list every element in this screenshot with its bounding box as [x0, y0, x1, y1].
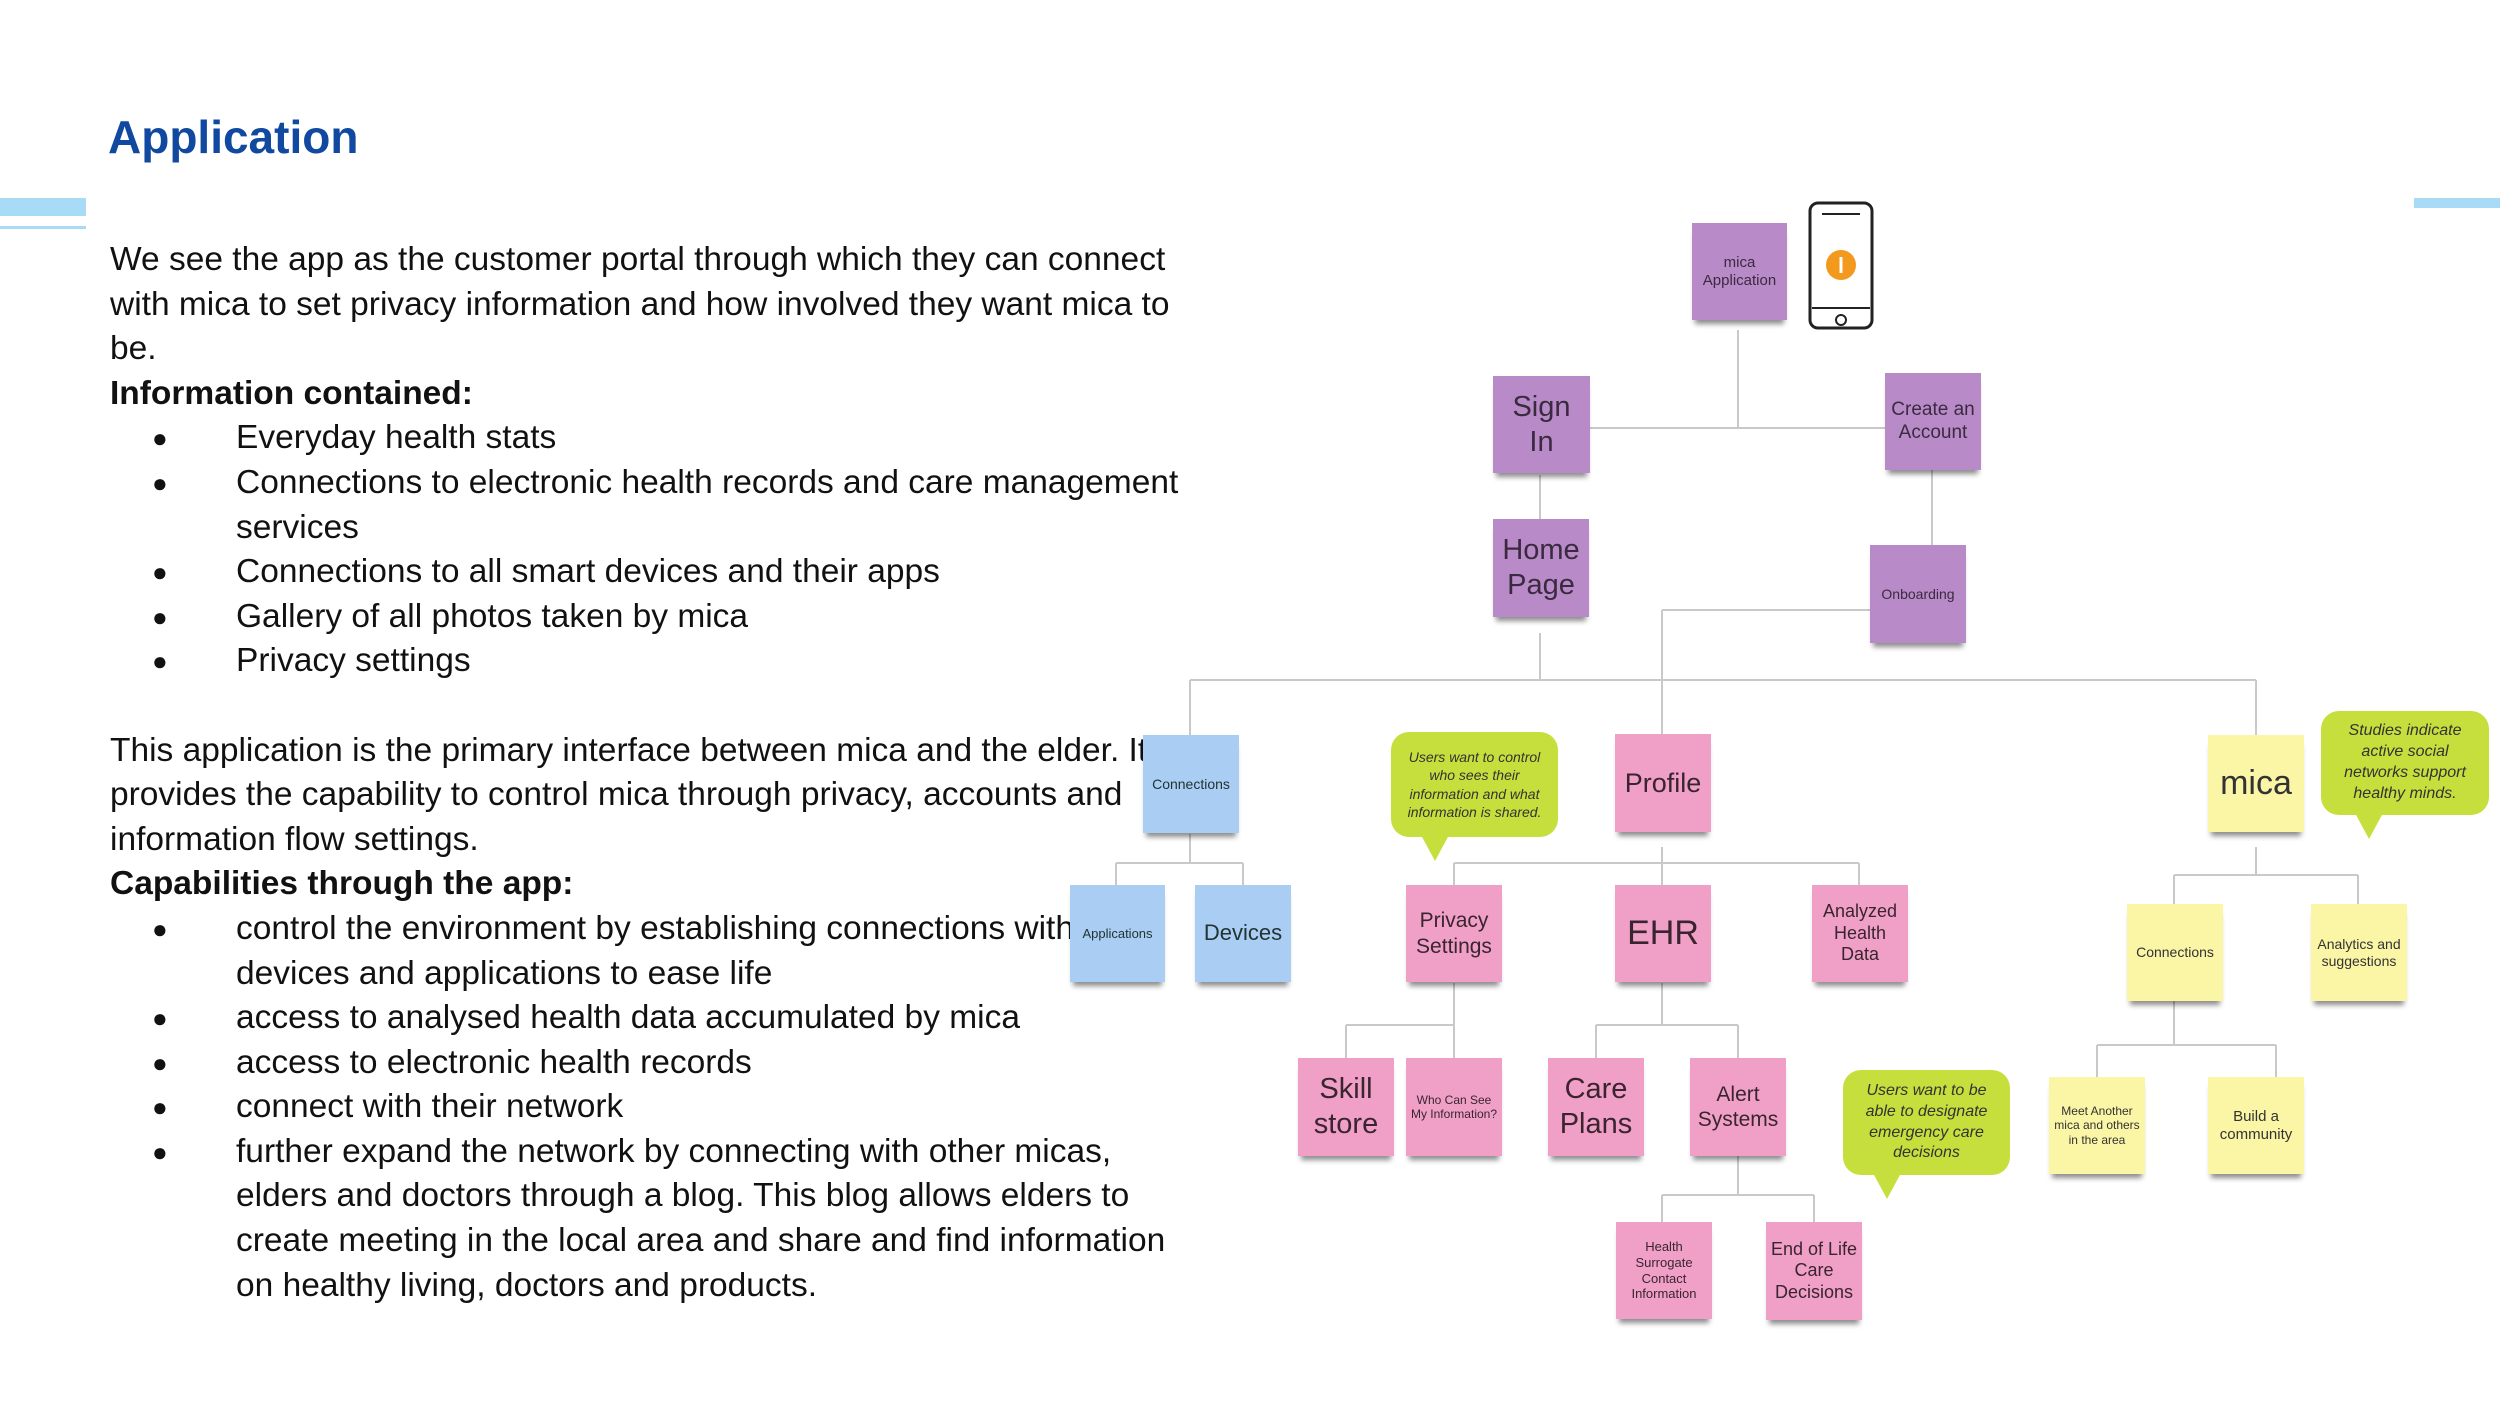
note-health-surrogate: Health Surrogate Contact Information: [1616, 1222, 1712, 1319]
note-alert-systems: Alert Systems: [1690, 1058, 1786, 1156]
note-build-community: Build a community: [2208, 1077, 2304, 1174]
note-onboarding: Onboarding: [1870, 545, 1966, 643]
note-connections: Connections: [1143, 735, 1239, 833]
note-analytics: Analytics and suggestions: [2311, 904, 2407, 1001]
capability-item: ●control the environment by establishing…: [110, 907, 1186, 996]
note-ehr: EHR: [1615, 885, 1711, 982]
note-applications: Applications: [1070, 885, 1165, 982]
bullet-icon: ●: [152, 557, 168, 588]
note-skill-store: Skill store: [1298, 1058, 1394, 1156]
page-title: Application: [108, 111, 359, 163]
note-end-of-life: End of Life Care Decisions: [1766, 1222, 1862, 1320]
note-devices: Devices: [1195, 885, 1291, 982]
note-who-can-see: Who Can See My Information?: [1406, 1058, 1502, 1156]
note-sign-in: Sign In: [1493, 376, 1590, 473]
note-analyzed-health-data: Analyzed Health Data: [1812, 885, 1908, 982]
callout-studies: Studies indicate active social networks …: [2321, 711, 2489, 839]
bullet-icon: ●: [152, 646, 168, 677]
callout-control: Users want to control who sees their inf…: [1391, 732, 1558, 861]
interface-paragraph: This application is the primary interfac…: [110, 731, 1148, 858]
bullet-icon: ●: [152, 1136, 168, 1167]
note-mica-application: mica Application: [1692, 223, 1787, 320]
callout-designate: Users want to be able to designate emerg…: [1843, 1070, 2010, 1199]
callout-tail: [1421, 835, 1449, 861]
note-meet-another: Meet Another mica and others in the area: [2049, 1077, 2145, 1174]
bullet-icon: ●: [152, 1003, 168, 1034]
accent-bar-left: [0, 198, 86, 216]
capability-item: ●access to analysed health data accumula…: [110, 996, 1180, 1041]
capability-item: ●access to electronic health records: [110, 1041, 1180, 1086]
capabilities-list: ●control the environment by establishing…: [110, 907, 1180, 1308]
note-profile: Profile: [1615, 734, 1711, 832]
info-item: ●Connections to electronic health record…: [110, 461, 1180, 550]
bullet-icon: ●: [152, 1092, 168, 1123]
info-item: ●Privacy settings: [110, 639, 1180, 684]
note-mica-connections: Connections: [2127, 904, 2223, 1001]
capabilities-heading: Capabilities through the app:: [110, 865, 574, 903]
info-heading: Information contained:: [110, 374, 473, 412]
capability-item: ●further expand the network by connectin…: [110, 1130, 1180, 1308]
bullet-icon: ●: [152, 1047, 168, 1078]
note-privacy-settings: Privacy Settings: [1406, 885, 1502, 982]
callout-tail: [1873, 1173, 1901, 1199]
accent-line-left: [0, 226, 86, 229]
info-list: ●Everyday health stats ●Connections to e…: [110, 416, 1180, 684]
callout-control-text: Users want to control who sees their inf…: [1407, 749, 1542, 820]
info-item: ●Gallery of all photos taken by mica: [110, 595, 1180, 640]
bullet-icon: ●: [152, 601, 168, 632]
note-create-account: Create an Account: [1885, 373, 1981, 470]
callout-studies-text: Studies indicate active social networks …: [2344, 722, 2466, 802]
note-home-page: Home Page: [1493, 519, 1589, 617]
info-item: ●Everyday health stats: [110, 416, 1180, 461]
bullet-icon: ●: [152, 467, 168, 498]
accent-bar-right: [2414, 198, 2500, 208]
description-text: We see the app as the customer portal th…: [110, 238, 1180, 1308]
note-care-plans: Care Plans: [1548, 1058, 1644, 1156]
note-mica: mica: [2208, 735, 2304, 832]
smartphone-icon: [1808, 201, 1874, 330]
intro-paragraph: We see the app as the customer portal th…: [110, 241, 1170, 368]
callout-designate-text: Users want to be able to designate emerg…: [1865, 1081, 1988, 1162]
bullet-icon: ●: [152, 913, 168, 944]
callout-tail: [2355, 813, 2383, 839]
capability-item: ●connect with their network: [110, 1085, 1180, 1130]
info-item: ●Connections to all smart devices and th…: [110, 550, 1180, 595]
bullet-icon: ●: [152, 423, 168, 454]
